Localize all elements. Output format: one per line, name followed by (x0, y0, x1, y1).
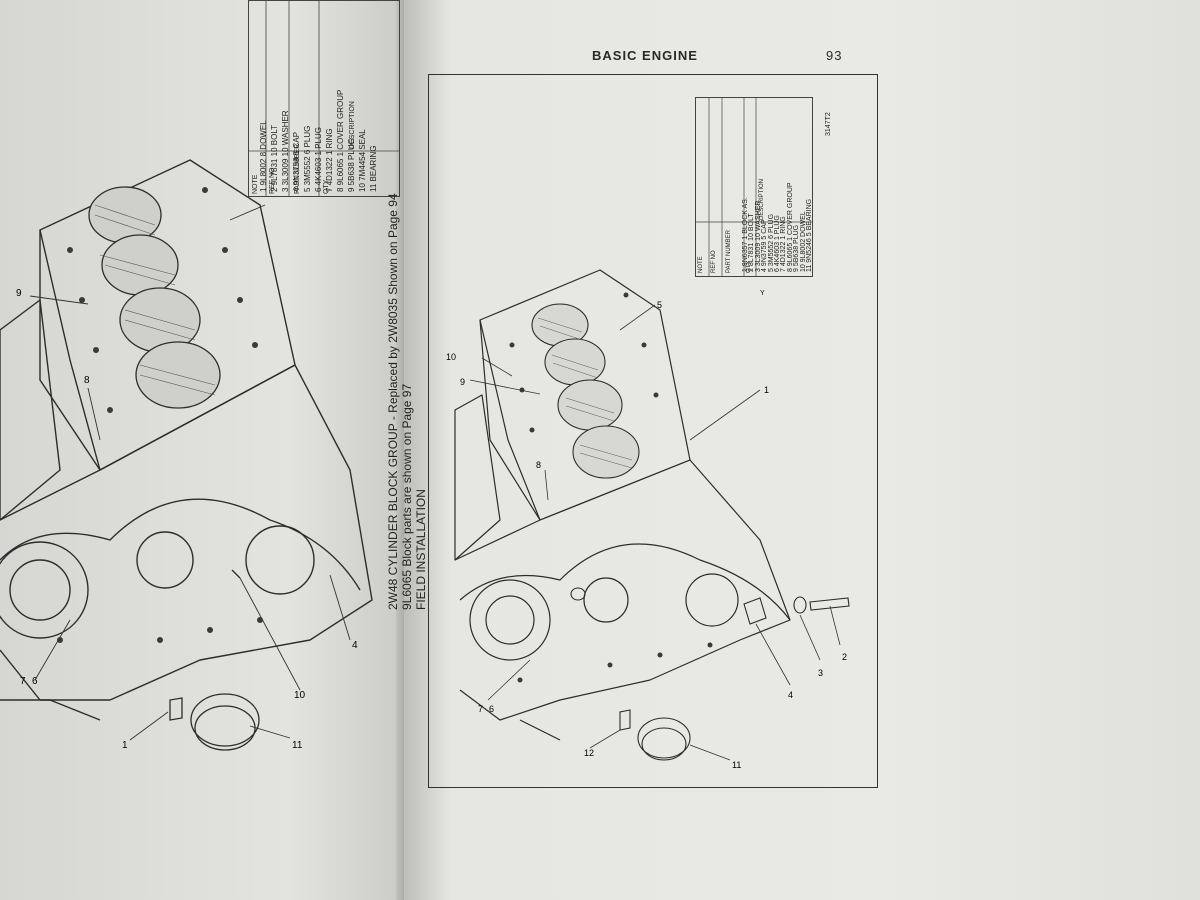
right-callout: 9 (460, 377, 466, 387)
figure-id: 3147T2 (825, 112, 832, 136)
right-callout: 11 (732, 760, 742, 770)
note-marker: Y (760, 290, 765, 297)
right-table-grid (696, 98, 812, 276)
left-callout: 7 (20, 676, 26, 687)
page-section-title: BASIC ENGINE (592, 48, 698, 63)
page-number: 93 (826, 48, 843, 63)
left-page: NOTE REF NO PART NUMBER QTY DESCRIPTION … (0, 0, 412, 900)
right-table-header-ref: REF NO (711, 250, 717, 273)
right-callout: 3 (818, 668, 824, 678)
left-callout: 11 (292, 740, 303, 751)
left-callout: 10 (294, 690, 306, 701)
left-parts-table: NOTE REF NO PART NUMBER QTY DESCRIPTION (248, 0, 400, 197)
left-table-grid (249, 1, 399, 196)
right-callout: 4 (788, 690, 794, 700)
right-callout: 5 (657, 300, 663, 310)
right-parts-table: NOTE REF NO PART NUMBER QTY DESCRIPTION (695, 97, 813, 277)
right-table-rows: 1 9N6357 1 BLOCK AS. 2 8L7831 10 BOLT 3 … (742, 182, 814, 272)
right-callout: 6 (489, 704, 495, 714)
right-callout: 2 (842, 652, 848, 662)
left-callout: 8 (84, 375, 90, 386)
right-callout: 10 (446, 352, 457, 362)
left-callout: 1 (122, 740, 128, 751)
figure-frame (428, 74, 878, 788)
right-callout: 1 (764, 385, 770, 395)
left-callout: 4 (352, 640, 358, 651)
right-callout: 12 (584, 748, 595, 758)
left-callout: 9 (16, 288, 22, 299)
left-callout: 6 (32, 676, 38, 687)
right-callout: 8 (536, 460, 542, 470)
left-engine-block-drawing (0, 159, 373, 751)
right-table-header-note: NOTE (698, 256, 704, 273)
right-table-header-part: PART NUMBER (726, 229, 732, 273)
right-row: 11 9N5246 5 BEARING (806, 198, 814, 272)
right-page (404, 0, 1200, 900)
right-callout: 7 (478, 704, 484, 714)
